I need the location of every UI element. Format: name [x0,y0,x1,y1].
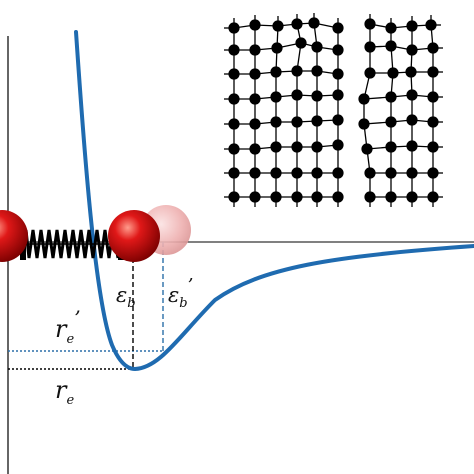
lattice-atom [228,68,240,80]
lattice-atom [385,40,397,52]
lattice-atom [406,44,418,56]
lattice-atom [332,89,344,101]
lattice-atom [332,22,344,34]
lattice-atom [228,143,240,155]
lattice-atom [427,66,439,78]
lattice-atom [249,167,261,179]
lattice-atom [387,67,399,79]
lattice-atom [364,191,376,203]
lattice-atom [406,167,418,179]
lattice-atom [311,41,323,53]
lattice-atom [228,22,240,34]
lattice-atom [311,191,323,203]
lattice-atom [311,115,323,127]
lattice-atom [228,93,240,105]
lattice-atom [385,116,397,128]
lattice-atom [249,143,261,155]
lattice-atom [427,116,439,128]
lattice-atom [406,191,418,203]
lattice-atom [427,167,439,179]
lattice-atom [270,91,282,103]
lattice-atom [311,90,323,102]
lattice-atom [270,141,282,153]
lattice-atom [385,91,397,103]
lattice-atom [361,143,373,155]
atom-left-icon [0,210,28,262]
lattice-atom [332,44,344,56]
r-e-prime-label: re’ [55,306,81,347]
lattice-atom [427,91,439,103]
lattice-atom [270,167,282,179]
lattice-atom [364,18,376,30]
lattice-atom [249,19,261,31]
lattice-atom [272,20,284,32]
lattice-atom [291,191,303,203]
lattice-atom [291,116,303,128]
lattice-atom [425,19,437,31]
lattice-atom [385,141,397,153]
lattice-atom [406,114,418,126]
lattice-atom [291,18,303,30]
lattice-atom [295,37,307,49]
lattice-atom [311,65,323,77]
lattice-atom [358,118,370,130]
lattice-atom [427,141,439,153]
lattice-atom [385,191,397,203]
spring-icon [20,226,124,260]
lattice-icon [224,13,443,207]
lattice-atom [406,89,418,101]
r-e-label: re [55,376,74,408]
lattice-atom [332,139,344,151]
lattice-atom [332,68,344,80]
lattice-atom [228,167,240,179]
lattice-atom [228,191,240,203]
lattice-atom [311,167,323,179]
lattice-atom [332,191,344,203]
lattice-atom [385,167,397,179]
lattice-atom [406,20,418,32]
atom-right-icon [108,210,160,262]
lattice-atom [358,93,370,105]
lattice-atom [291,65,303,77]
lattice-atom [364,67,376,79]
eps-b-prime-label: εb’ [168,275,193,311]
lattice-atom [427,191,439,203]
lattice-atom [249,44,261,56]
lattice-atom [249,191,261,203]
lattice-atom [228,44,240,56]
lattice-atom [405,66,417,78]
lattice-atom [311,141,323,153]
lattice-atom [249,68,261,80]
lattice-atom [291,89,303,101]
lattice-atom [364,167,376,179]
lattice-atom [308,17,320,29]
lattice-atom [228,118,240,130]
lattice-atom [249,93,261,105]
lattice-atom [249,118,261,130]
lattice-atom [332,167,344,179]
eps-b-label: εb [116,283,136,311]
lattice-atom [271,42,283,54]
lattice-atom [291,141,303,153]
lattice-atom [270,116,282,128]
lattice-atom [385,22,397,34]
lattice-atom [270,66,282,78]
lattice-atom [406,140,418,152]
potential-well-curve [74,30,474,372]
lattice-atom [291,167,303,179]
lattice-atom [270,191,282,203]
lattice-atom [427,42,439,54]
lattice-atom [332,114,344,126]
lattice-atom [364,41,376,53]
